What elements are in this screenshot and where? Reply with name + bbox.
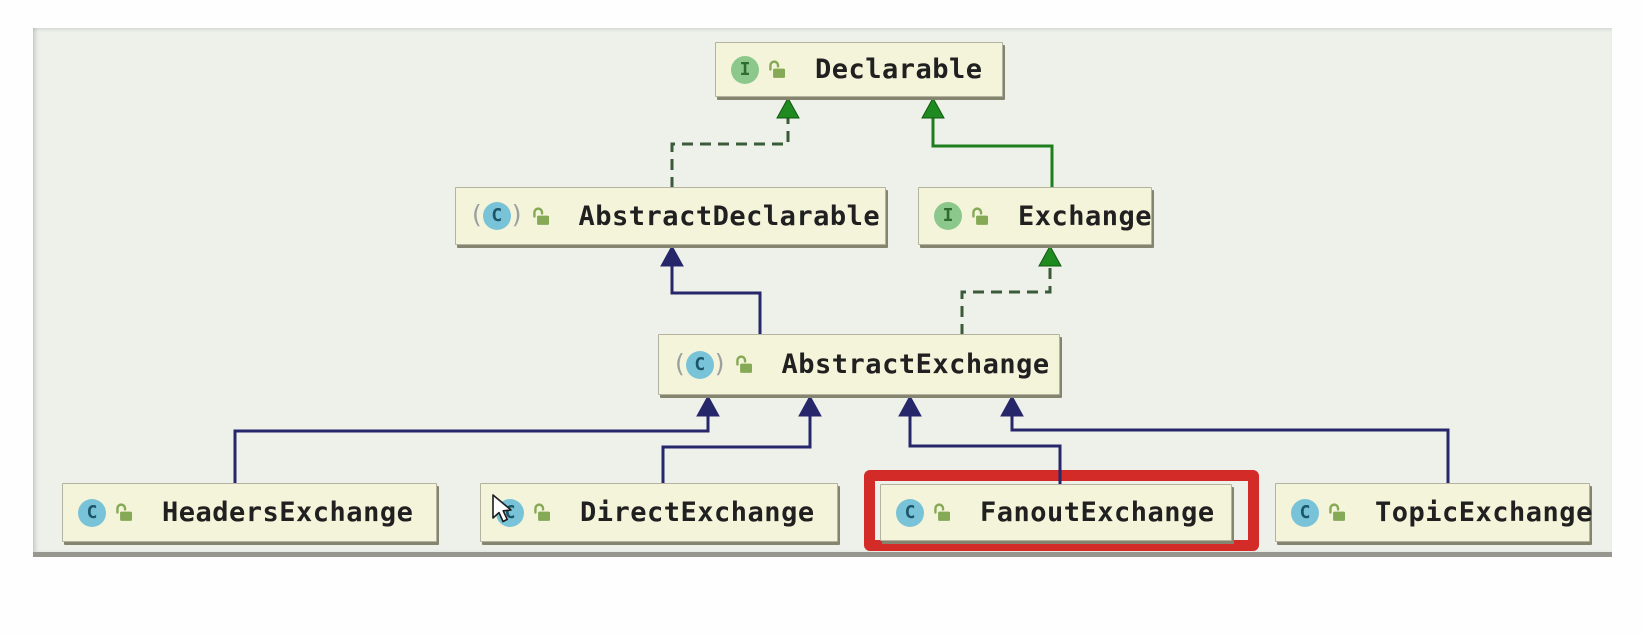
class-node-headers-exchange[interactable]: ( C ) HeadersExchange <box>62 483 437 542</box>
unlocked-padlock-icon <box>735 355 752 373</box>
unlocked-padlock-icon <box>934 503 951 521</box>
class-icon: C <box>78 498 106 527</box>
class-name-label: HeadersExchange <box>162 497 414 528</box>
abstract-class-icon: C <box>685 350 714 379</box>
class-icon: C <box>896 498 924 527</box>
abstract-paren-left-icon: ( <box>675 348 685 378</box>
class-icon: C <box>496 498 524 527</box>
unlocked-padlock-icon <box>972 206 989 225</box>
class-icon: C <box>1291 498 1319 527</box>
unlocked-padlock-icon <box>1329 503 1346 521</box>
class-node-topic-exchange[interactable]: ( C ) TopicExchange <box>1275 483 1593 542</box>
interface-icon: I <box>731 55 759 84</box>
interface-icon: I <box>934 202 962 230</box>
unlocked-padlock-icon <box>769 60 786 78</box>
class-name-label: TopicExchange <box>1375 497 1593 528</box>
class-node-abstract-declarable[interactable]: ( C ) AbstractDeclarable <box>455 187 886 245</box>
class-name-label: AbstractExchange <box>781 349 1050 380</box>
unlocked-padlock-icon <box>532 206 549 225</box>
class-node-direct-exchange[interactable]: ( C ) DirectExchange <box>480 483 838 542</box>
class-name-label: FanoutExchange <box>980 497 1215 528</box>
class-name-label: DirectExchange <box>580 497 815 528</box>
class-node-declarable[interactable]: ( I ) Declarable <box>715 42 1003 97</box>
class-name-label: Declarable <box>815 54 983 85</box>
unlocked-padlock-icon <box>116 503 133 521</box>
class-node-exchange[interactable]: ( I ) Exchange <box>918 187 1152 245</box>
class-name-label: AbstractDeclarable <box>578 200 881 232</box>
abstract-class-icon: C <box>482 202 511 230</box>
abstract-paren-right-icon: ) <box>511 200 522 229</box>
class-node-abstract-exchange[interactable]: ( C ) AbstractExchange <box>658 334 1060 395</box>
class-node-fanout-exchange[interactable]: ( C ) FanoutExchange <box>880 484 1232 541</box>
class-name-label: Exchange <box>1018 200 1153 232</box>
abstract-paren-left-icon: ( <box>472 200 482 229</box>
abstract-paren-right-icon: ) <box>714 348 725 378</box>
unlocked-padlock-icon <box>534 503 551 521</box>
diagram-panel[interactable] <box>33 28 1612 557</box>
